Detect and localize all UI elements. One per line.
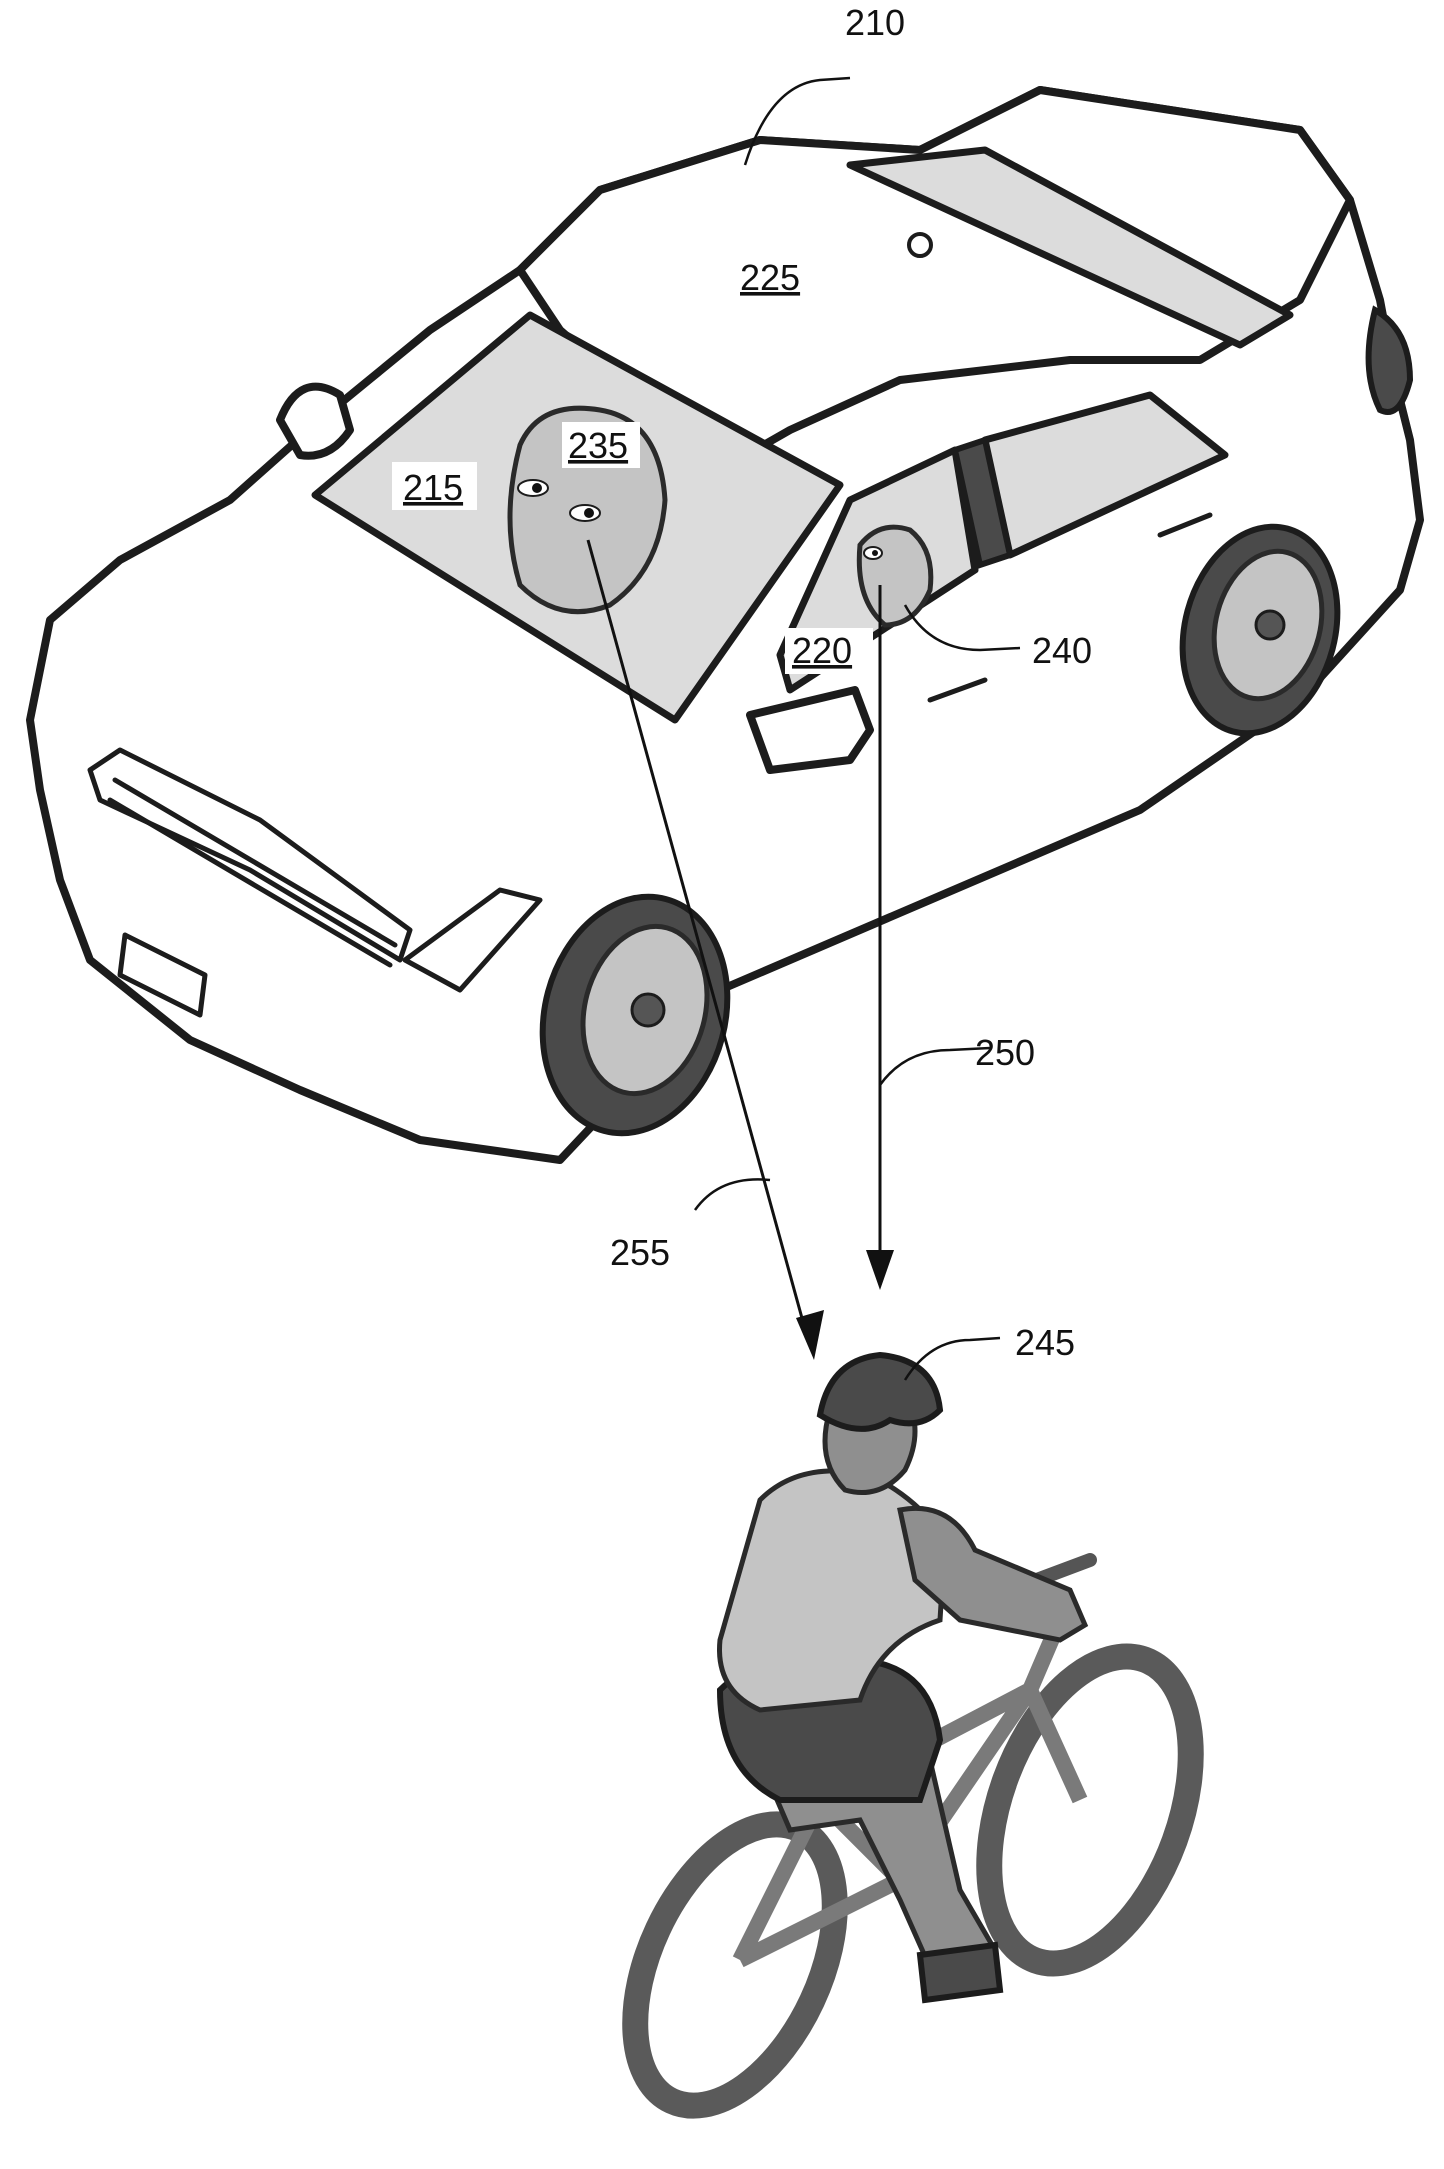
label-220: 220 <box>792 630 852 671</box>
cyclist-shoe <box>916 1941 1004 2004</box>
license-plate <box>117 932 208 1018</box>
roof-antenna <box>907 232 933 258</box>
vehicle <box>26 86 1424 1164</box>
door-handle-rear <box>1157 512 1213 538</box>
door-handle-front <box>927 677 988 703</box>
tail-light <box>1365 305 1414 415</box>
headlight <box>402 887 543 993</box>
rear-wheel <box>1179 523 1341 737</box>
side-occupant-face <box>856 524 934 628</box>
label-215: 215 <box>403 467 463 508</box>
helmet-icon <box>816 1351 944 1432</box>
label-255: 255 <box>610 1232 670 1273</box>
cyclist-arm <box>897 1505 1089 1643</box>
door-pillar <box>951 436 1014 569</box>
label-225: 225 <box>740 257 800 298</box>
front-wheel <box>539 893 731 1137</box>
bicycle-rear-wheel <box>622 1811 848 2119</box>
label-240: 240 <box>1032 630 1092 671</box>
front-gaze-arrow <box>586 539 810 1341</box>
side-mirror-left <box>276 382 354 460</box>
rear-window <box>846 146 1294 349</box>
label-210: 210 <box>845 2 905 43</box>
leader-245 <box>903 1336 1001 1381</box>
leader-255 <box>693 1178 771 1211</box>
side-mirror-right <box>746 686 874 774</box>
leader-250 <box>878 1046 991 1086</box>
cyclist <box>622 1351 1204 2119</box>
label-250: 250 <box>975 1032 1035 1073</box>
bicycle-front-wheel <box>976 1643 1204 1977</box>
label-245: 245 <box>1015 1322 1075 1363</box>
leader-240 <box>903 604 1021 652</box>
leader-210 <box>743 76 851 166</box>
label-235: 235 <box>568 425 628 466</box>
